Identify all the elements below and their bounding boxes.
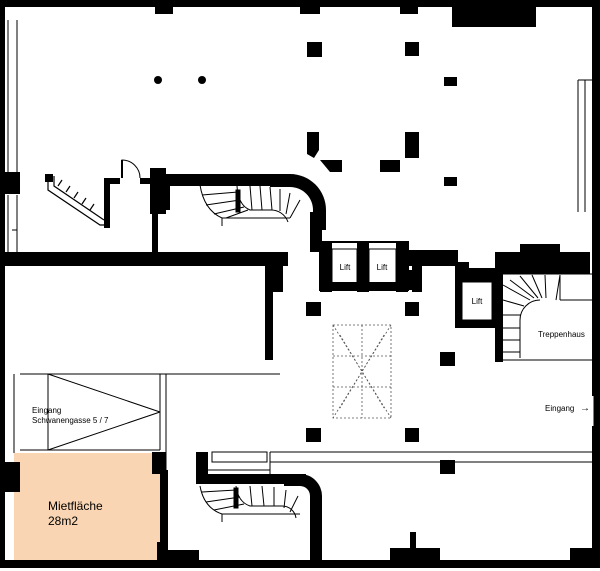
- lower-walls: [152, 440, 600, 560]
- mietflaeche-size: 28m2: [48, 514, 78, 528]
- left-facade-piers: [0, 172, 20, 492]
- upper-stair: [199, 184, 301, 226]
- right-facade: [577, 79, 592, 212]
- columns: [154, 42, 457, 474]
- rental-area[interactable]: [14, 453, 164, 561]
- eingang-right-arrow: →: [580, 403, 590, 414]
- left-facade: [7, 20, 18, 255]
- treppenhaus-label: Treppenhaus: [538, 330, 585, 339]
- door-swing: [121, 159, 141, 179]
- eingang-right-label: Eingang: [545, 404, 574, 413]
- stair-post: [45, 174, 53, 182]
- left-entrance-stair: [47, 176, 106, 226]
- lower-stair: [199, 485, 300, 522]
- lift-label-2: Lift: [377, 263, 388, 272]
- lift-label-3: Lift: [472, 297, 483, 306]
- lift-3-block: [455, 262, 497, 328]
- lift-label-1: Lift: [340, 263, 351, 272]
- upper-stair-wall: [270, 174, 326, 230]
- eingang-left-label: Eingang: [32, 406, 61, 415]
- interior-walls: [20, 168, 322, 562]
- lift-block: [319, 241, 458, 292]
- treppenhaus-stair: [502, 273, 592, 361]
- lower-stair-wall: [284, 474, 322, 560]
- treppenhaus-walls: [495, 244, 590, 362]
- lower-thin-walls: [208, 451, 592, 474]
- eingang-left-address: Schwanengasse 5 / 7: [32, 416, 109, 425]
- central-shaft: [332, 324, 392, 419]
- mietflaeche-label: Mietfläche: [48, 499, 103, 513]
